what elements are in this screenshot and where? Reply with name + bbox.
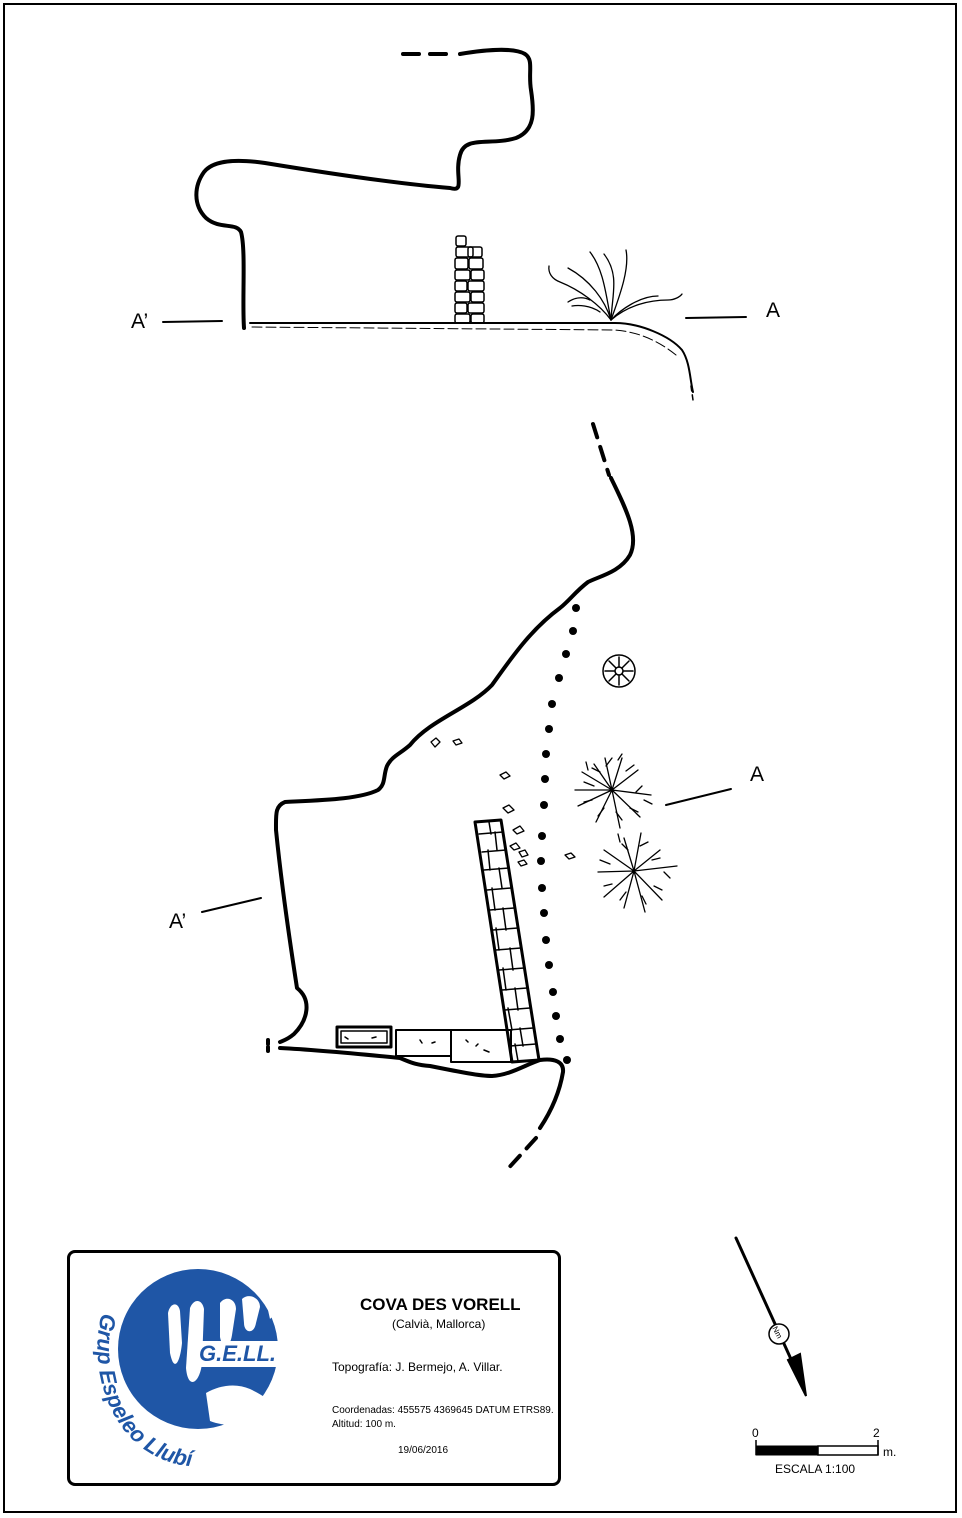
plan-dashed-bottom <box>503 1136 538 1174</box>
section-floor-sediment <box>251 326 677 356</box>
plan-line-left <box>201 897 262 913</box>
stone-pillar <box>454 235 485 324</box>
plan-line-right <box>665 788 732 806</box>
scale-bar <box>755 1440 879 1456</box>
plan-wall-upper <box>273 476 636 1044</box>
section-shrub <box>548 249 683 321</box>
section-view <box>162 47 747 401</box>
tree-symbol-1 <box>574 753 653 829</box>
logo-initials: G.E.LL. <box>195 1341 280 1367</box>
north-arrow-head <box>786 1352 807 1397</box>
scale-start: 0 <box>752 1426 759 1440</box>
section-line-left <box>162 320 223 323</box>
rosette-symbol <box>602 654 636 688</box>
section-line-right <box>685 316 747 319</box>
drip-line <box>537 604 580 1064</box>
title-block: Grup Espeleo Llubí G.E.LL. COVA DES VORE… <box>67 1250 561 1486</box>
topography-credit: Topografía: J. Bermejo, A. Villar. <box>332 1360 503 1374</box>
rubble <box>430 737 576 867</box>
scale-label: ESCALA 1:100 <box>775 1462 856 1476</box>
plan-wall-lower <box>278 1046 566 1130</box>
section-floor-end-dash <box>690 385 694 401</box>
section-wall-outline <box>194 47 535 330</box>
coordinates: Coordenadas: 455575 4369645 DATUM ETRS89… <box>332 1405 554 1416</box>
gell-logo: Grup Espeleo Llubí <box>92 1269 280 1472</box>
section-label-left: A’ <box>131 310 149 333</box>
cave-location: (Calvià, Mallorca) <box>392 1317 486 1331</box>
plan-dashed-top <box>591 422 611 477</box>
map-frame <box>3 3 957 1513</box>
survey-date: 19/06/2016 <box>398 1445 449 1456</box>
section-label-right: A <box>766 299 781 322</box>
north-arrow-shaft <box>734 1236 797 1370</box>
scale-unit: m. <box>883 1445 897 1459</box>
plan-view <box>201 422 732 1174</box>
plan-label-left: A’ <box>169 910 187 933</box>
altitude: Altitud: 100 m. <box>332 1419 396 1430</box>
plan-label-right: A <box>750 763 765 786</box>
stone-blocks <box>335 1025 512 1063</box>
section-floor <box>249 322 694 393</box>
tree-symbol-2 <box>597 832 678 913</box>
stone-wall <box>473 818 541 1064</box>
scale-end: 2 <box>873 1426 880 1440</box>
north-arrow <box>734 1236 807 1397</box>
north-arrow-marker <box>768 1323 790 1345</box>
cave-name: COVA DES VORELL <box>360 1295 521 1314</box>
